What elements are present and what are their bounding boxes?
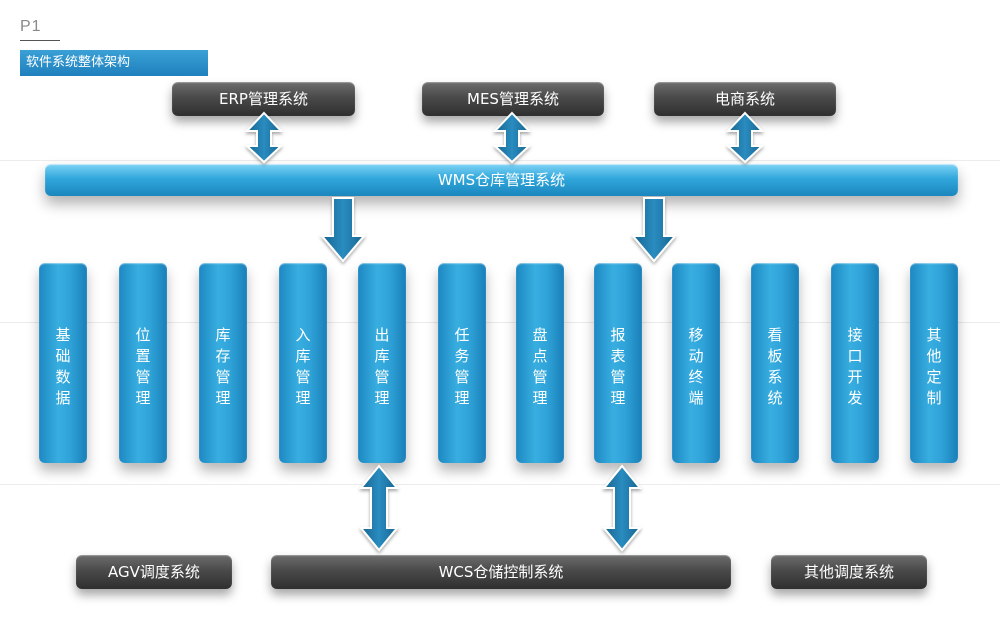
ecommerce-system-box: 电商系统 [654,82,836,116]
module-basic-data: 基础数据 [39,263,87,463]
outbound-wcs-double-arrow [358,464,400,552]
page-number-underline [20,40,60,41]
module-label: 基础数据 [55,326,71,407]
ecommerce-wms-double-arrow [725,111,765,164]
module-outbound-management: 出库管理 [358,263,406,463]
module-kanban-system: 看板系统 [751,263,799,463]
module-stocktake-management: 盘点管理 [516,263,564,463]
module-label: 库存管理 [215,326,231,407]
module-label: 看板系统 [767,326,783,407]
module-report-management: 报表管理 [594,263,642,463]
section-title: 软件系统整体架构 [20,50,208,76]
module-inventory-management: 库存管理 [199,263,247,463]
module-other-customization: 其他定制 [910,263,958,463]
module-location-management: 位置管理 [119,263,167,463]
module-mobile-terminal: 移动终端 [672,263,720,463]
module-label: 出库管理 [374,326,390,407]
erp-system-box: ERP管理系统 [172,82,355,116]
module-label: 报表管理 [610,326,626,407]
mes-wms-double-arrow [492,111,532,164]
guide-line [0,484,1000,485]
module-inbound-management: 入库管理 [279,263,327,463]
agv-dispatch-system-box: AGV调度系统 [76,555,232,589]
agv-system-label: AGV调度系统 [108,563,200,581]
wms-system-label: WMS仓库管理系统 [437,171,566,189]
module-label: 接口开发 [847,326,863,407]
module-task-management: 任务管理 [438,263,486,463]
report-wcs-double-arrow [601,464,643,552]
module-label: 其他定制 [926,326,942,407]
module-label: 移动终端 [688,326,704,407]
mes-system-label: MES管理系统 [467,90,559,108]
mes-system-box: MES管理系统 [422,82,604,116]
other-dispatch-system-box: 其他调度系统 [771,555,927,589]
erp-wms-double-arrow [244,111,284,164]
module-label: 入库管理 [295,326,311,407]
module-label: 盘点管理 [532,326,548,407]
guide-line [0,322,1000,323]
ecommerce-system-label: 电商系统 [714,90,775,108]
erp-system-label: ERP管理系统 [219,90,308,108]
module-label: 位置管理 [135,326,151,407]
module-interface-development: 接口开发 [831,263,879,463]
wcs-control-system-box: WCS仓储控制系统 [271,555,731,589]
wcs-system-label: WCS仓储控制系统 [438,563,564,581]
other-dispatch-label: 其他调度系统 [803,563,894,581]
page-number: P1 [20,18,42,35]
wms-to-report-down-arrow [630,197,678,263]
wms-to-inbound-down-arrow [319,197,367,263]
wms-system-bar: WMS仓库管理系统 [45,164,958,196]
guide-line [0,160,1000,161]
module-label: 任务管理 [454,326,470,407]
